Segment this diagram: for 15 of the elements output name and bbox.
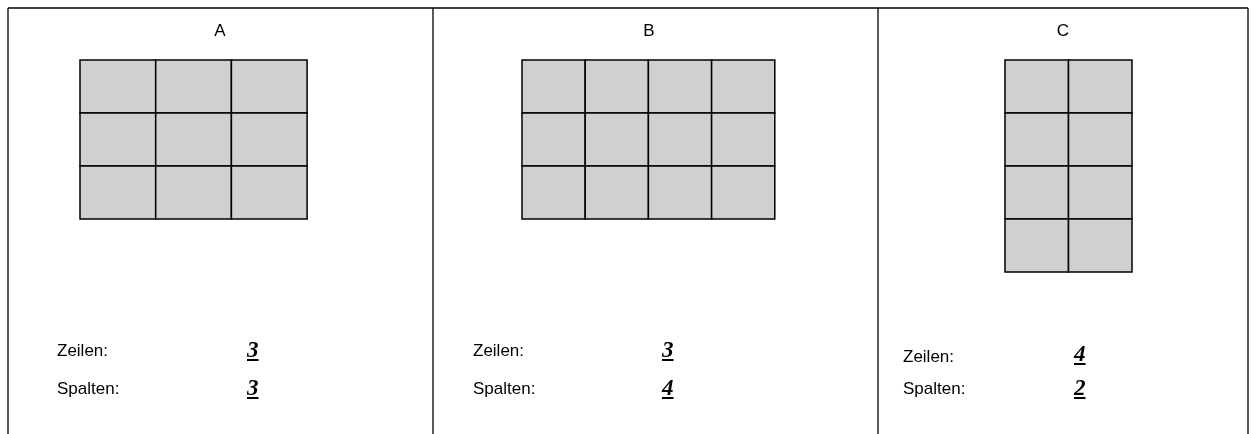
answer: 4 xyxy=(662,376,674,399)
column-header: C xyxy=(1056,22,1070,39)
answer: 3 xyxy=(247,376,259,399)
answer: 2 xyxy=(1074,376,1086,399)
row-label: Spalten: xyxy=(57,380,120,397)
column-header: A xyxy=(214,22,226,39)
answer: 4 xyxy=(1074,342,1086,365)
answer: 3 xyxy=(662,338,674,361)
row-label: Zeilen: xyxy=(57,342,109,359)
row-label: Spalten: xyxy=(473,380,536,397)
answer: 3 xyxy=(247,338,259,361)
row-label: Zeilen: xyxy=(903,348,955,365)
column-header: B xyxy=(643,22,655,39)
row-label: Spalten: xyxy=(903,380,966,397)
row-label: Zeilen: xyxy=(473,342,525,359)
